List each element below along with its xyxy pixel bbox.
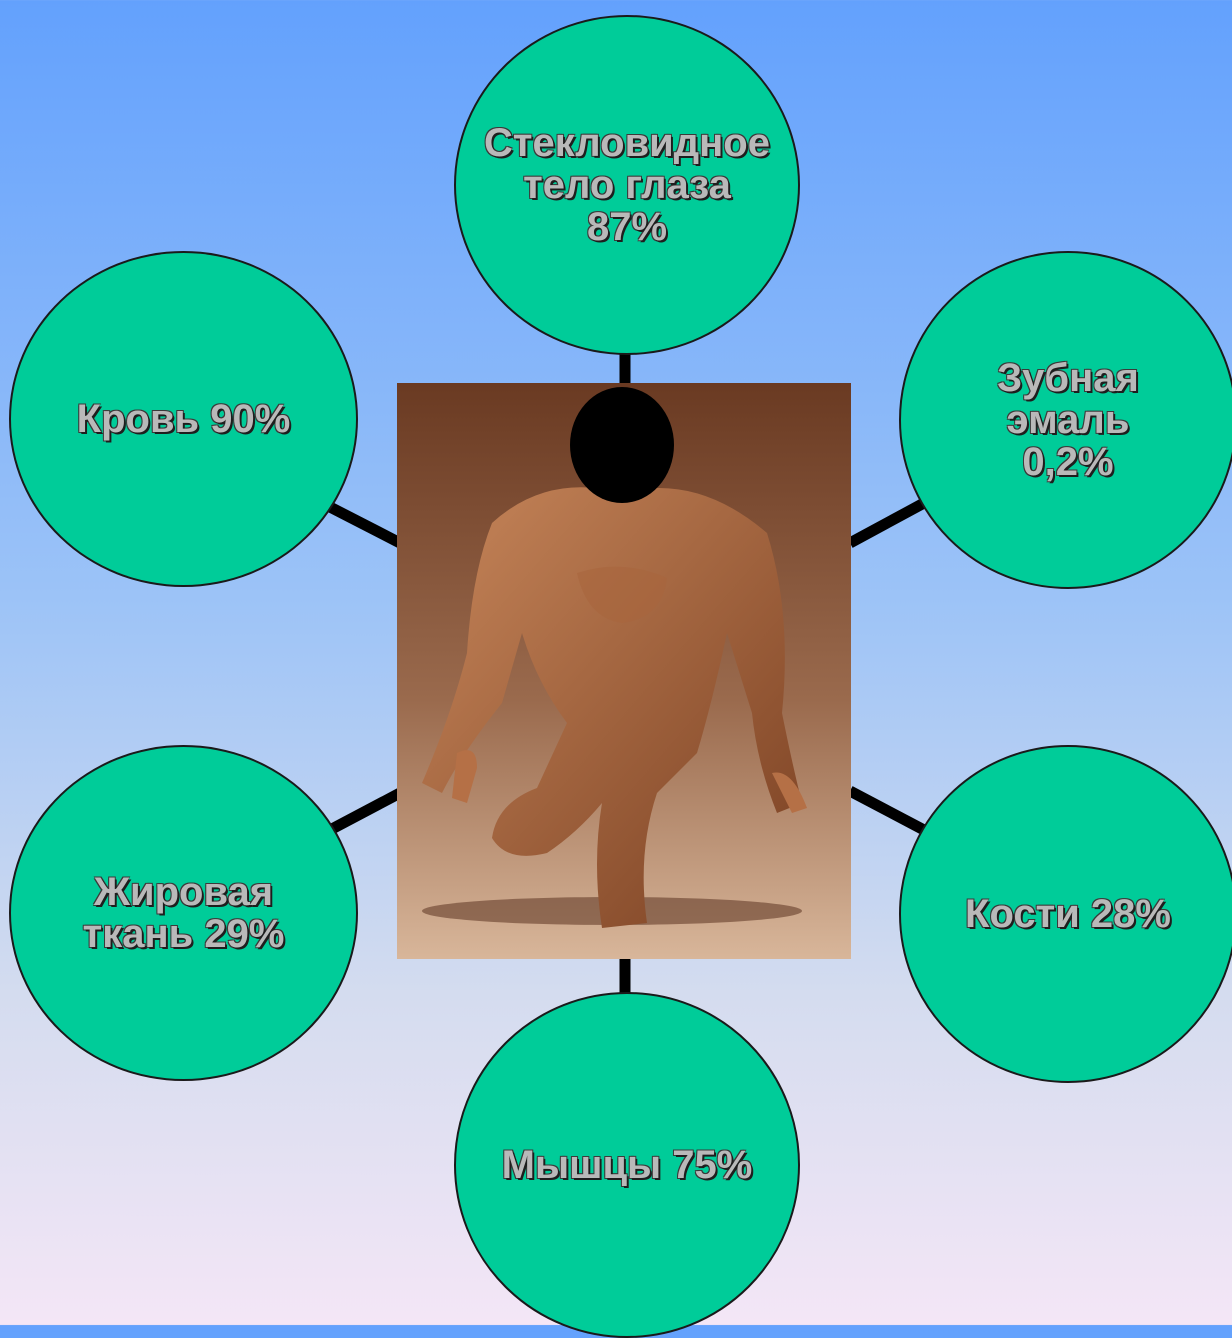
human-body-image (397, 383, 851, 959)
node-muscles-label: Мышцы 75% (502, 1144, 753, 1186)
node-bones: Кости 28% (899, 745, 1232, 1083)
node-vitreous: Стекловидное тело глаза 87% (454, 15, 800, 355)
node-vitreous-label: Стекловидное тело глаза 87% (484, 122, 770, 248)
connector-lower-right (850, 791, 924, 830)
node-enamel-label: Зубная эмаль 0,2% (997, 357, 1139, 483)
node-fat: Жировая ткань 29% (9, 745, 358, 1081)
node-muscles: Мышцы 75% (454, 992, 800, 1338)
node-fat-label: Жировая ткань 29% (83, 871, 285, 955)
connector-upper-right (850, 503, 924, 543)
node-blood: Кровь 90% (9, 251, 358, 587)
connector-upper-left (330, 507, 400, 543)
node-enamel: Зубная эмаль 0,2% (899, 251, 1232, 589)
node-bones-label: Кости 28% (965, 893, 1171, 935)
node-blood-label: Кровь 90% (77, 398, 291, 440)
connector-lower-left (330, 793, 400, 830)
